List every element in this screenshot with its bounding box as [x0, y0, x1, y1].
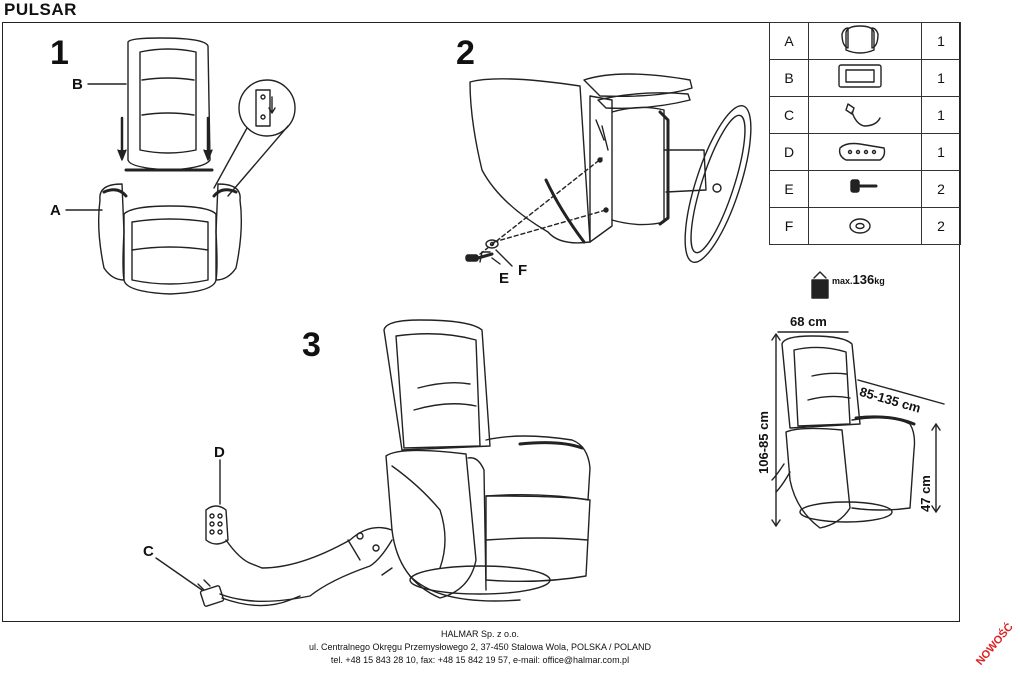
- callout-f: F: [518, 262, 528, 279]
- product-title: PULSAR: [4, 0, 77, 19]
- callout-b: B: [72, 76, 83, 93]
- part-letter: E: [769, 170, 809, 208]
- step3-illustration: [155, 319, 591, 607]
- footer-address: ul. Centralnego Okręgu Przemysłowego 2, …: [308, 642, 651, 652]
- step-3-number: 3: [302, 326, 321, 364]
- max-load-label: max.136kg: [832, 272, 885, 287]
- callout-d: D: [214, 444, 225, 461]
- part-qty: 1: [921, 133, 961, 171]
- callout-e: E: [499, 270, 510, 287]
- part-qty: 1: [921, 96, 961, 134]
- step2-illustration: [465, 73, 752, 267]
- armrest-frame-icon: [808, 22, 922, 60]
- washer-icon: [808, 207, 922, 245]
- width-dimension: 68 cm: [790, 314, 827, 329]
- max-load-unit: kg: [874, 276, 885, 286]
- part-qty: 1: [921, 22, 961, 60]
- callout-a: A: [50, 202, 61, 219]
- part-qty: 2: [921, 207, 961, 245]
- power-adapter-icon: [808, 96, 922, 134]
- step-2-number: 2: [456, 34, 475, 72]
- seat-height-dimension: 47 cm: [918, 475, 933, 512]
- step-1-number: 1: [50, 34, 69, 72]
- height-dimension: 106-85 cm: [756, 411, 771, 474]
- part-letter: C: [769, 96, 809, 134]
- callout-c: C: [143, 543, 154, 560]
- part-letter: F: [769, 207, 809, 245]
- step1-illustration: [65, 37, 296, 295]
- part-letter: A: [769, 22, 809, 60]
- max-load-value: 136: [852, 272, 875, 287]
- instruction-frame: [2, 22, 960, 622]
- part-letter: D: [769, 133, 809, 171]
- weight-icon: [811, 271, 829, 299]
- bolt-icon: [808, 170, 922, 208]
- part-letter: B: [769, 59, 809, 97]
- remote-control-icon: [808, 133, 922, 171]
- dimension-drawing: [771, 331, 945, 529]
- backrest-icon: [808, 59, 922, 97]
- max-load-prefix: max.: [832, 276, 853, 286]
- footer-contact: tel. +48 15 843 28 10, fax: +48 15 842 1…: [330, 655, 630, 665]
- part-qty: 1: [921, 59, 961, 97]
- footer-company: HALMAR Sp. z o.o.: [440, 629, 520, 639]
- part-qty: 2: [921, 170, 961, 208]
